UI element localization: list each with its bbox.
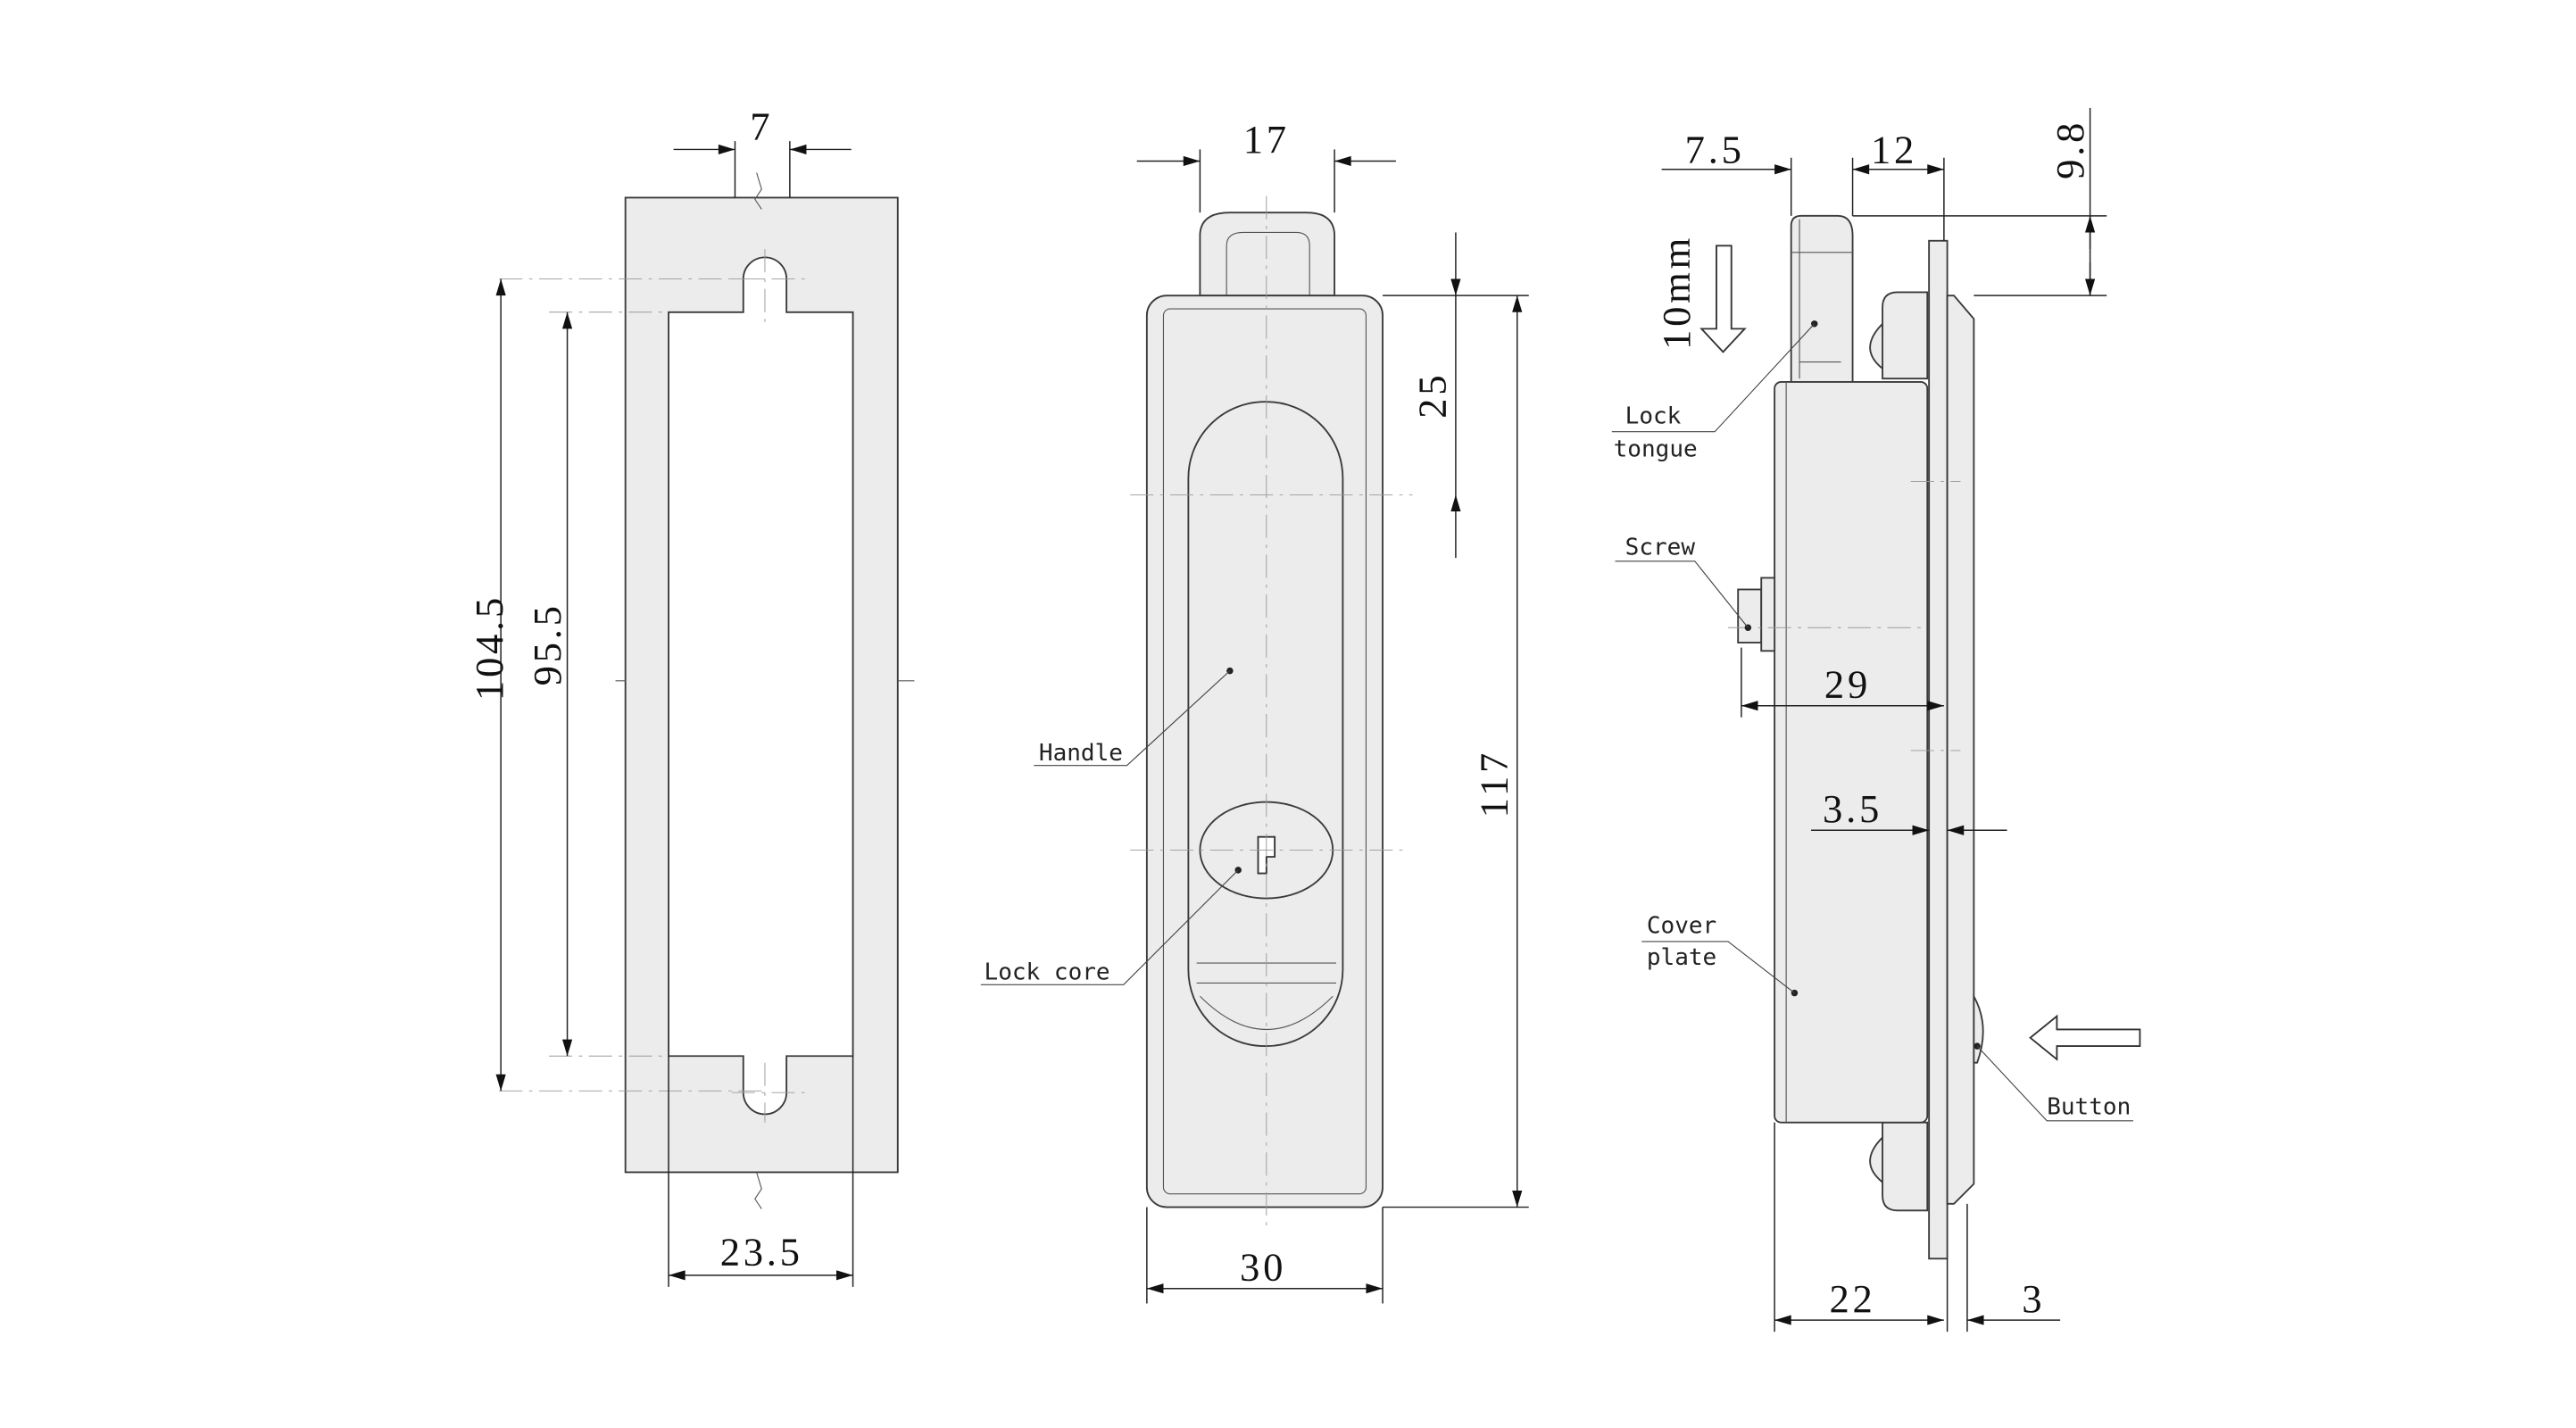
svg-text:23.5: 23.5: [720, 1230, 803, 1274]
dim-body-depth: 22: [1774, 1122, 1949, 1333]
svg-text:10mm: 10mm: [1654, 235, 1699, 350]
label-lock-tongue: Lock tongue: [1611, 320, 1818, 463]
top-tab: [1199, 212, 1336, 297]
svg-text:3.5: 3.5: [1823, 786, 1882, 831]
push-arrow-icon: [2029, 1014, 2141, 1061]
svg-text:29: 29: [1824, 661, 1871, 706]
dim-height: 117: [1383, 295, 1529, 1208]
svg-text:104.5: 104.5: [467, 594, 511, 701]
svg-text:9.8: 9.8: [2048, 120, 2092, 179]
side-view: 7.5 12 9.8 10mm 29 3.5 22 3 Lock: [1611, 107, 2141, 1333]
mounting-plate: [624, 196, 899, 1174]
svg-text:7.5: 7.5: [1685, 127, 1745, 171]
label-screw: Screw: [1615, 534, 1752, 631]
dim-screw-depth: 29: [1741, 647, 1944, 718]
svg-text:plate: plate: [1647, 944, 1716, 971]
handle: [1187, 401, 1344, 1048]
label-button: Button: [1974, 1042, 2133, 1122]
dim-tongue-offset: 7.5: [1661, 127, 1854, 216]
dim-width: 23.5: [668, 1056, 854, 1287]
top-knob: [1869, 291, 1929, 380]
svg-text:117: 117: [1472, 750, 1517, 818]
dim-tongue-depth: 12: [1852, 127, 1945, 241]
dim-tab-width: 17: [1136, 117, 1396, 213]
dim-tongue-protrusion: 9.8: [1852, 107, 2107, 296]
svg-text:Lock core: Lock core: [985, 959, 1110, 986]
svg-text:7: 7: [750, 104, 773, 148]
svg-text:Lock: Lock: [1625, 403, 1682, 429]
cover-plate: [1774, 380, 1929, 1124]
svg-text:3: 3: [2022, 1276, 2045, 1321]
mounting-plate-edge: [1928, 239, 1949, 1260]
svg-text:tongue: tongue: [1614, 436, 1698, 463]
bottom-knob: [1869, 1121, 1929, 1212]
dim-handle-offset: 25: [1410, 232, 1461, 559]
label-lock-core: Lock core: [980, 867, 1242, 986]
stroke-arrow: 10mm: [1654, 235, 1747, 353]
svg-text:Screw: Screw: [1625, 534, 1696, 560]
svg-text:12: 12: [1871, 127, 1917, 171]
lock-tongue: [1790, 214, 1854, 383]
bezel: [1946, 295, 1975, 1205]
front-view: 17 117 25 30 Handle Lock core: [980, 117, 1529, 1304]
svg-text:95.5: 95.5: [525, 602, 569, 685]
label-cover-plate: Cover plate: [1641, 913, 1799, 997]
dim-slot-width: 7: [673, 104, 852, 198]
screw: [1737, 577, 1776, 652]
dim-inner-height: 95.5: [525, 311, 573, 1057]
dim-plate-gap: 3.5: [1811, 786, 2007, 835]
button: [1973, 992, 1984, 1064]
svg-text:30: 30: [1240, 1244, 1286, 1289]
svg-text:25: 25: [1410, 372, 1455, 419]
dim-outer-height: 104.5: [467, 278, 511, 1092]
dim-bezel: 3: [1966, 1203, 2061, 1333]
svg-text:Button: Button: [2047, 1093, 2131, 1120]
svg-text:Cover: Cover: [1647, 913, 1716, 940]
svg-text:17: 17: [1243, 117, 1290, 162]
dim-width: 30: [1146, 1207, 1384, 1304]
cutout-view: 7 104.5 95.5 23.5: [467, 104, 915, 1287]
svg-text:Handle: Handle: [1039, 740, 1123, 767]
svg-text:22: 22: [1830, 1276, 1876, 1321]
label-handle: Handle: [1034, 667, 1234, 767]
